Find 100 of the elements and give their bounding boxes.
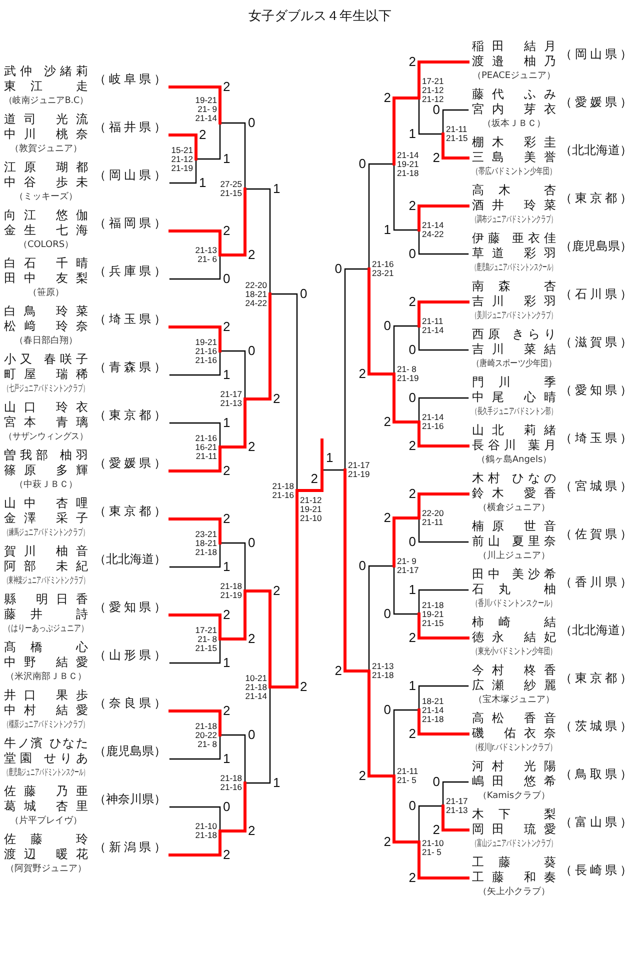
player-name: 木村 ひなの xyxy=(472,471,556,486)
club-name: （宝木塚ジュニア） xyxy=(474,694,554,707)
game-scores: 21-18 21-16 xyxy=(220,774,242,792)
set-count: 1 xyxy=(273,776,280,789)
player-name: 牛ノ濱 ひなた xyxy=(4,736,88,751)
club-name: （鹿児島ジュニアバドミントンスクール） xyxy=(4,766,88,780)
club-name: （笹原） xyxy=(28,286,64,300)
game-scores: 22-20 18-21 24-22 xyxy=(245,280,267,308)
set-count: 0 xyxy=(334,262,342,275)
player-name: 嶋田 悠希 xyxy=(472,774,556,789)
club-name: （ミッキーズ） xyxy=(14,190,78,204)
club-name: （長久手ジュニアバドミントン部） xyxy=(472,406,556,419)
set-count: 2 xyxy=(223,320,230,333)
set-count: 1 xyxy=(408,127,416,140)
set-count: 0 xyxy=(384,703,391,716)
club-name: （七戸ジュニアバドミントンクラブ） xyxy=(4,382,88,396)
set-count: 0 xyxy=(408,535,416,548)
game-scores: 21-10 21- 5 xyxy=(422,839,444,857)
game-scores: 21-18 21-16 xyxy=(272,482,294,500)
player-name: 中尾 心晴 xyxy=(472,390,556,405)
set-count: 0 xyxy=(408,343,416,356)
club-name: （春日部白翔） xyxy=(14,334,78,348)
player-name: 山北 莉緒 xyxy=(472,423,556,438)
player-name: 宮内 芽衣 xyxy=(472,102,556,117)
game-scores: 15-21 21-12 21-19 xyxy=(171,146,193,172)
player-name: 佐藤 玲 xyxy=(4,832,88,847)
player-name: 三島 美誉 xyxy=(472,150,556,165)
prefecture-name: （鳥取県） xyxy=(560,766,632,782)
game-scores: 21-18 21-19 xyxy=(220,582,242,600)
player-name: 徳永 結妃 xyxy=(472,630,556,645)
set-count: 2 xyxy=(223,512,230,525)
player-name: 工藤 和奏 xyxy=(472,870,556,885)
club-name: （帯広バドミントン少年団） xyxy=(472,166,556,179)
game-scores: 21-16 16-21 21-11 xyxy=(195,434,217,460)
set-count: 2 xyxy=(408,871,416,884)
player-name: 伊藤 亜衣佳 xyxy=(472,231,556,246)
player-name: 棚木 彩圭 xyxy=(472,135,556,150)
set-count: 1 xyxy=(223,656,230,669)
player-name: 河村 光陽 xyxy=(472,759,556,774)
set-count: 0 xyxy=(408,799,416,812)
player-name: 酒井 玲菜 xyxy=(472,198,556,213)
prefecture-name: （香川県） xyxy=(560,574,632,590)
player-name: 工藤 葵 xyxy=(472,855,556,870)
player-name: 小又 春咲子 xyxy=(4,352,88,367)
game-scores: 22-20 21-11 xyxy=(422,509,444,527)
set-count: 2 xyxy=(223,848,230,861)
prefecture-name: （東京都） xyxy=(94,407,166,423)
club-name: （岐南ジュニアB.C） xyxy=(4,94,88,108)
player-name: 高松 香音 xyxy=(472,711,556,726)
player-name: 楠原 世音 xyxy=(472,519,556,534)
game-scores: 21- 9 21-17 xyxy=(397,557,419,575)
game-scores: 21-14 19-21 21-18 xyxy=(397,150,419,178)
set-count: 0 xyxy=(432,775,440,788)
player-name: 賀川 柚音 xyxy=(4,544,88,559)
set-count: 2 xyxy=(273,584,280,597)
prefecture-name: （福井県） xyxy=(94,119,166,135)
set-count: 0 xyxy=(358,559,366,572)
game-scores: 17-21 21- 8 21-15 xyxy=(195,626,217,652)
set-count: 2 xyxy=(223,80,230,93)
prefecture-name: （青森県） xyxy=(94,359,166,375)
set-count: 2 xyxy=(408,487,416,500)
player-name: 縣 明日香 xyxy=(4,592,88,607)
club-name: （はりーあっぷジュニア） xyxy=(4,623,88,636)
club-name: （桜川Jr.バドミントンクラブ） xyxy=(472,742,556,755)
game-scores: 19-21 21- 9 21-14 xyxy=(195,96,217,122)
prefecture-name: （神奈川県） xyxy=(94,791,166,807)
player-name: 広瀬 紗麗 xyxy=(472,678,556,693)
player-name: 町屋 瑞稀 xyxy=(4,367,88,382)
club-name: （橿原ジュニアバドミントンクラブ） xyxy=(4,718,88,732)
prefecture-name: （長崎県） xyxy=(560,862,632,878)
club-name: （美川ジュニアバドミントンクラブ） xyxy=(472,310,556,323)
set-count: 0 xyxy=(408,391,416,404)
player-name: 白石 千晴 xyxy=(4,256,88,271)
set-count: 2 xyxy=(248,440,256,453)
club-name: （片平ブレイヴ） xyxy=(10,814,82,828)
set-count: 0 xyxy=(384,319,391,332)
club-name: （東神楽ジュニアバドミントンクラブ） xyxy=(4,574,88,588)
player-name: 藤代 ふみ xyxy=(472,87,556,102)
set-count: 2 xyxy=(223,704,230,717)
set-count: 2 xyxy=(408,199,416,212)
club-name: （矢上小クラブ） xyxy=(478,886,550,899)
player-name: 吉川 彩羽 xyxy=(472,294,556,309)
set-count: 1 xyxy=(273,182,280,195)
game-scores: 21-18 19-21 21-15 xyxy=(422,600,444,628)
prefecture-name: （茨城県） xyxy=(560,718,632,734)
prefecture-name: （福岡県） xyxy=(94,215,166,231)
prefecture-name: （佐賀県） xyxy=(560,526,632,542)
player-name: 髙橋 心 xyxy=(4,640,88,655)
set-count: 2 xyxy=(408,439,416,452)
set-count: 0 xyxy=(300,287,308,300)
set-count: 1 xyxy=(199,176,206,189)
set-count: 2 xyxy=(273,392,280,405)
prefecture-name: （愛媛県） xyxy=(560,94,632,110)
player-name: 東江 走 xyxy=(4,79,88,94)
player-name: 武仲 沙緒莉 xyxy=(4,64,88,79)
player-name: 白鳥 玲菜 xyxy=(4,304,88,319)
player-name: 田中 美沙希 xyxy=(472,567,556,582)
player-name: 中川 桃奈 xyxy=(4,127,88,142)
prefecture-name: （東京都） xyxy=(560,190,632,206)
set-count: 1 xyxy=(223,416,230,429)
